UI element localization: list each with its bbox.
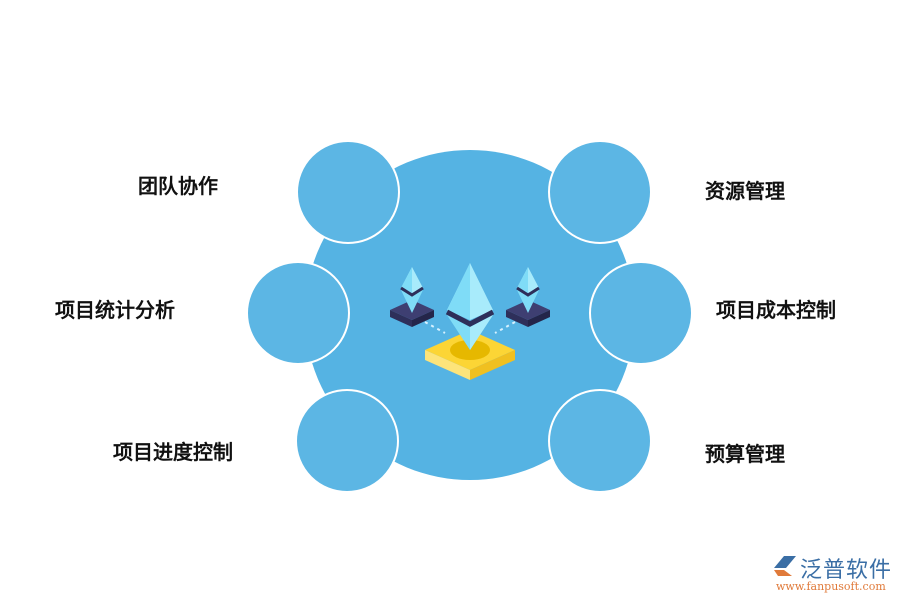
node-circle-stats — [246, 261, 350, 365]
watermark-brand: 泛普软件 — [800, 558, 893, 583]
node-circle-budget — [548, 389, 652, 493]
watermark-url: www.fanpusoft.com — [776, 580, 886, 593]
node-label-team: 团队协作 — [138, 174, 218, 198]
node-label-stats: 项目统计分析 — [55, 298, 175, 322]
node-label-budget: 预算管理 — [705, 442, 785, 466]
node-circle-resource — [548, 140, 652, 244]
node-label-progress: 项目进度控制 — [113, 440, 233, 464]
ethereum-crystals-on-platform-icon — [390, 263, 550, 380]
node-label-cost: 项目成本控制 — [716, 298, 836, 322]
node-circle-progress — [295, 389, 399, 493]
node-circle-cost — [589, 261, 693, 365]
node-label-resource: 资源管理 — [705, 179, 785, 203]
node-circle-team — [296, 140, 400, 244]
fanpu-logo-icon — [774, 556, 796, 576]
